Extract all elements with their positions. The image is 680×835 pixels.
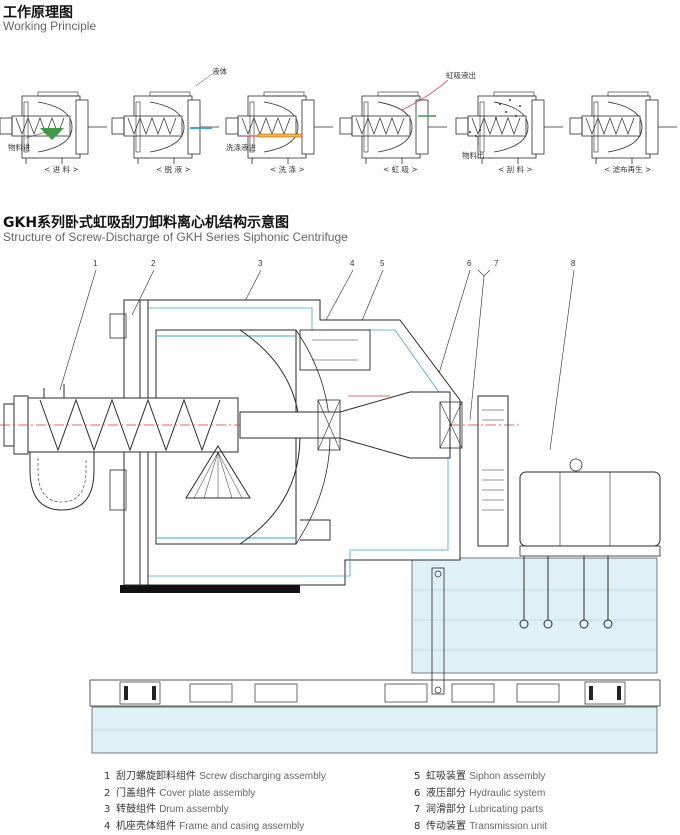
part-number-4: 4	[350, 259, 355, 268]
part-number-2: 2	[151, 259, 156, 268]
isolation-mounts	[120, 682, 625, 704]
part-number-6: 6	[467, 259, 472, 268]
part-number-1: 1	[93, 259, 98, 268]
part-number-8: 8	[571, 259, 576, 268]
part-number-3: 3	[258, 259, 263, 268]
motor-foundation	[412, 558, 657, 673]
part-number-7: 7	[494, 259, 499, 268]
centrifuge-structure-diagram: 1 2 3 4 5 6 7 8	[0, 0, 680, 760]
base-beam	[90, 680, 660, 706]
discharge-chute	[30, 452, 94, 510]
motor	[520, 459, 660, 556]
part-number-5: 5	[380, 259, 385, 268]
base-foot	[120, 585, 300, 593]
pulley	[478, 396, 508, 546]
part-number-labels: 1 2 3 4 5 6 7 8	[93, 259, 576, 268]
